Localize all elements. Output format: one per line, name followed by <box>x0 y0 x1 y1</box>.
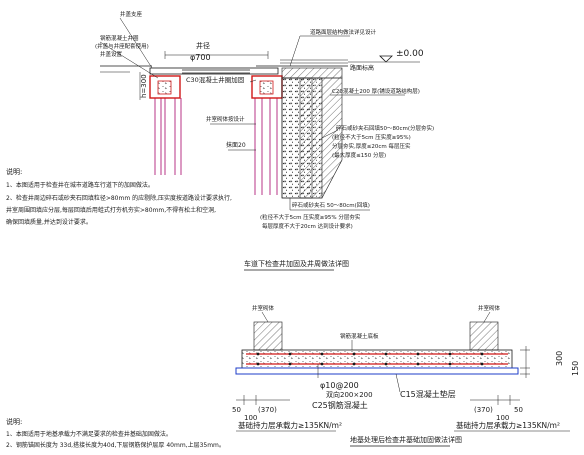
pm-value: ±0.00 <box>396 49 424 59</box>
label-c25: C25钢筋混凝土 <box>312 400 368 410</box>
label-right-top: 道路面层结构做法详见设计 <box>310 28 377 36</box>
top-detail: 井径 φ700 h=300 ±0.00 路面标高 井盖支座 钢筋混凝土井圈 (井… <box>6 10 434 271</box>
label-phi10: φ10@200 <box>320 381 359 390</box>
dim-left-100: 100 <box>244 414 257 422</box>
dim-right-50: 50 <box>514 406 523 414</box>
dim-right-100: 100 <box>496 414 509 422</box>
dim-300: 300 <box>555 351 564 366</box>
label-left-mid-2: (井盖与井座配套使用) <box>95 42 149 50</box>
top-notes-title: 说明: <box>6 167 22 176</box>
dim-right-370: (370) <box>474 406 493 414</box>
phi-label: 井径 <box>196 41 210 50</box>
bottom-notes-title: 说明: <box>6 417 22 426</box>
dim-left-370: (370) <box>258 406 277 414</box>
label-wall-right: 井室砌体 <box>478 304 501 312</box>
dim-left-50: 50 <box>232 406 241 414</box>
label-crushed-4: (最大厚度≤150 分层) <box>332 151 386 159</box>
h-dimension: h=300 <box>140 74 148 98</box>
label-bottom-1: 碎石或砂夹石 50～80cm(回填) <box>292 201 370 209</box>
label-left-mid-3: 井盖设置 <box>100 50 123 58</box>
label-slab: 钢筋混凝土底板 <box>340 332 379 340</box>
top-title: 车道下检查井加固及井周做法详图 <box>244 259 349 268</box>
load-left: 基础持力层承载力≥135KN/m² <box>238 420 342 430</box>
phi-value: φ700 <box>190 53 211 62</box>
rebar-dots <box>256 352 484 366</box>
label-crushed-3: 分层夯实,厚度≤20cm 每层压实 <box>332 142 411 150</box>
label-crushed-1: 碎石或砂夹石回填50～80cm(分层夯实) <box>336 124 434 132</box>
label-left-top: 井盖支座 <box>120 10 143 18</box>
label-bottom-3: 每层厚度不大于20cm 达到设计要求) <box>262 222 353 230</box>
bottom-notes-line1: 1、本图适用于地基承载力不满足要求的检查井基础加固做法。 <box>6 430 172 438</box>
bottom-detail: 300 150 井室砌体 井室砌体 钢筋混凝土底板 φ10@200 双向200×… <box>6 304 580 449</box>
label-c30: C30混凝土井圈加固 <box>186 75 244 84</box>
dim-150: 150 <box>571 361 580 376</box>
load-right: 基础持力层承载力≥135KN/m² <box>456 420 560 430</box>
label-wall: 井室砌体按设计 <box>206 115 245 123</box>
top-notes-line4: 确保回填质量,并达到设计要求。 <box>6 218 92 226</box>
top-notes-line2: 2、检查井周边碎石或砂夹石回填粒径>80mm 的应剔除,压实度按道路设计要求执行… <box>6 194 232 202</box>
label-left-mid-1: 钢筋混凝土井圈 <box>100 34 139 42</box>
top-notes-line1: 1、本图适用于检查井在城市道路车行道下的加固做法。 <box>6 181 154 189</box>
label-mortar: 抹面20 <box>226 141 246 149</box>
bottom-notes-line2: 2、钢筋锚固长度为 33d,搭接长度为40d,下层钢筋保护层厚 40mm,上层3… <box>6 441 225 449</box>
bottom-title: 地基处理后检查井基础加固做法详图 <box>350 435 462 444</box>
label-grid: 双向200×200 <box>326 390 373 399</box>
top-notes-line3: 井室周围回填应分层,每层回填后用蛙式打夯机夯实>80mm,不得有松土和空洞, <box>6 206 216 214</box>
label-wall-left: 井室砌体 <box>252 304 275 312</box>
label-bottom-2: (粒径不大于5cm 压实度≥95% 分层夯实 <box>260 213 361 221</box>
label-crushed-2: (粒径不大于5cm 压实度≥95%) <box>332 133 411 141</box>
label-c15: C15混凝土垫层 <box>400 389 456 399</box>
pm-label: 路面标高 <box>350 64 374 72</box>
label-layer-200: C20混凝土200 厚(铺设道路结构层) <box>332 87 420 95</box>
